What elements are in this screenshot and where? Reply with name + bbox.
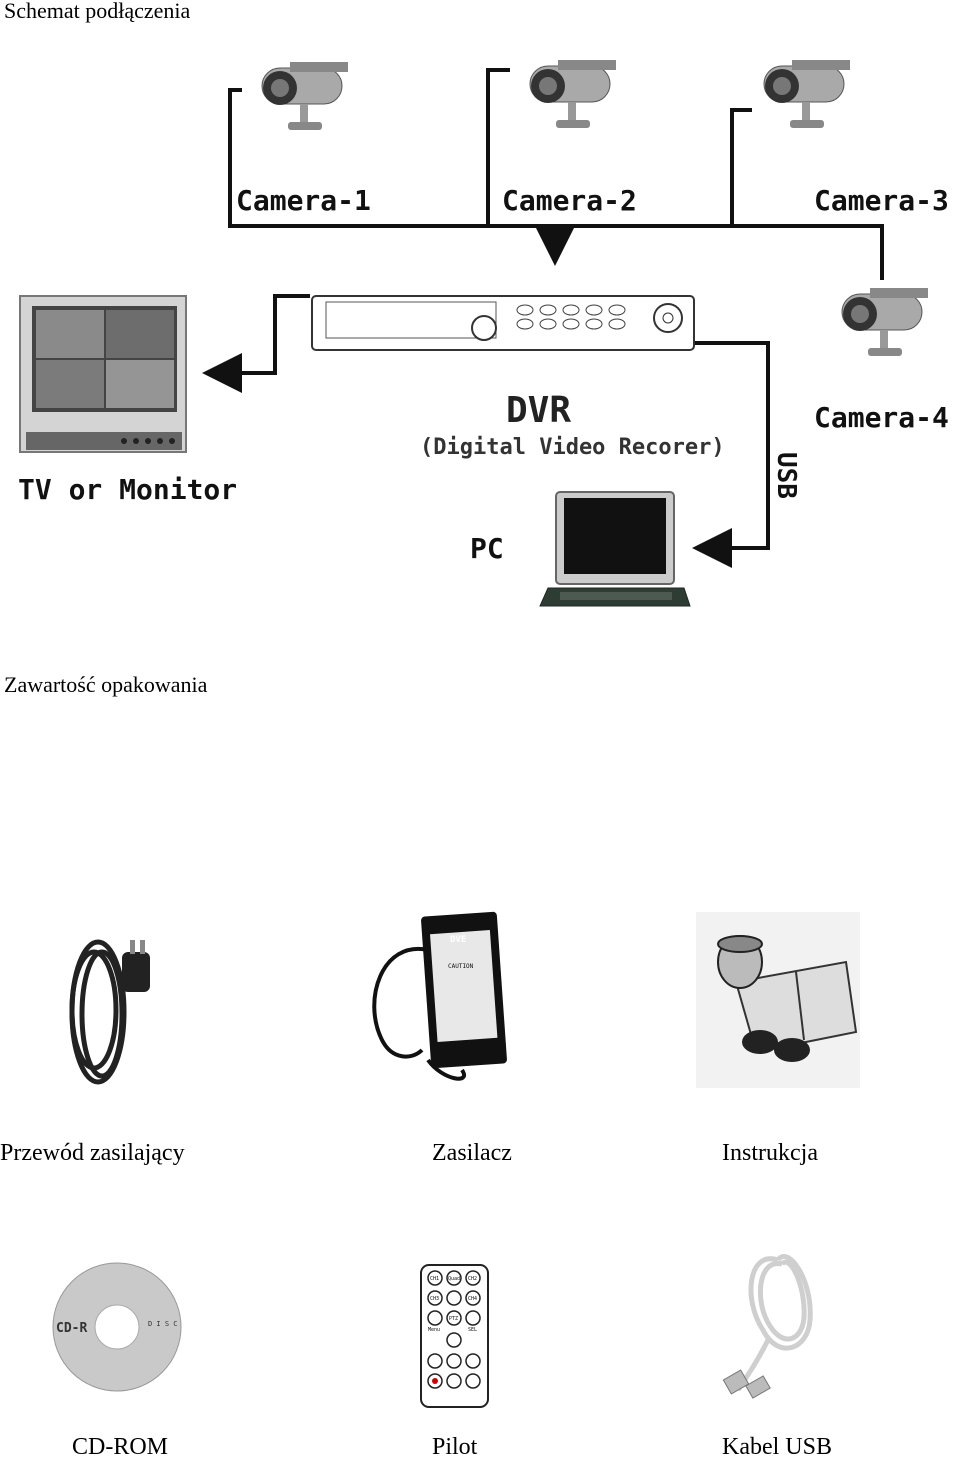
camera-2-label: Camera-2 [502, 184, 637, 217]
item-label-usb-cable: Kabel USB [722, 1434, 832, 1460]
remote-ch3: CH3 [430, 1296, 439, 1302]
section-title-connection: Schemat podłączenia [4, 0, 191, 23]
camera-3-icon [763, 60, 850, 128]
item-label-manual: Instrukcja [722, 1140, 818, 1166]
remote-ch1: CH1 [430, 1276, 439, 1282]
remote-ptz: PTZ [449, 1316, 458, 1322]
wiring-lines [202, 68, 884, 568]
remote-quad: Quad [448, 1276, 460, 1282]
camera-3-label: Camera-3 [814, 184, 949, 217]
cd-brand: D I S C [148, 1320, 178, 1328]
remote-ch4: CH4 [468, 1296, 477, 1302]
camera-1-icon [261, 62, 348, 130]
camera-2-icon [529, 60, 616, 128]
remote-menu: Menu [428, 1327, 440, 1333]
pc-label: PC [470, 532, 504, 565]
remote-sel: SEL [468, 1327, 477, 1333]
camera-4-icon [841, 288, 928, 356]
manual-icon [696, 912, 860, 1088]
power-adapter-icon: DVE CAUTION [372, 911, 507, 1081]
adapter-brand: DVE [450, 935, 466, 945]
item-label-power-cord: Przewód zasilający [0, 1140, 185, 1166]
item-label-remote: Pilot [432, 1434, 478, 1460]
item-label-cd-rom: CD-ROM [72, 1434, 169, 1460]
item-label-power-adapter: Zasilacz [432, 1140, 512, 1166]
monitor-label: TV or Monitor [18, 473, 237, 506]
usb-cable-icon [722, 1254, 813, 1399]
usb-label: USB [771, 452, 801, 499]
adapter-caution: CAUTION [448, 963, 474, 970]
cd-rom-icon: CD-R D I S C [52, 1262, 182, 1392]
laptop-icon [539, 491, 691, 607]
dvr-subtitle: (Digital Video Recorer) [420, 435, 725, 460]
power-cord-icon [69, 939, 150, 1085]
dvr-device-icon [311, 295, 695, 351]
remote-ch2: CH2 [468, 1276, 477, 1282]
remote-control-icon: CH1 Quad CH2 CH3 CH4 PTZ Menu SEL [420, 1264, 489, 1408]
camera-1-label: Camera-1 [236, 184, 371, 217]
dvr-label: DVR [506, 390, 571, 431]
monitor-icon [19, 295, 187, 453]
cd-label: CD-R [56, 1321, 87, 1336]
connection-diagram: Camera-1 Camera-2 Camera-3 Camera-4 TV o… [18, 60, 949, 607]
section-title-package: Zawartość opakowania [4, 672, 208, 697]
camera-4-label: Camera-4 [814, 401, 949, 434]
